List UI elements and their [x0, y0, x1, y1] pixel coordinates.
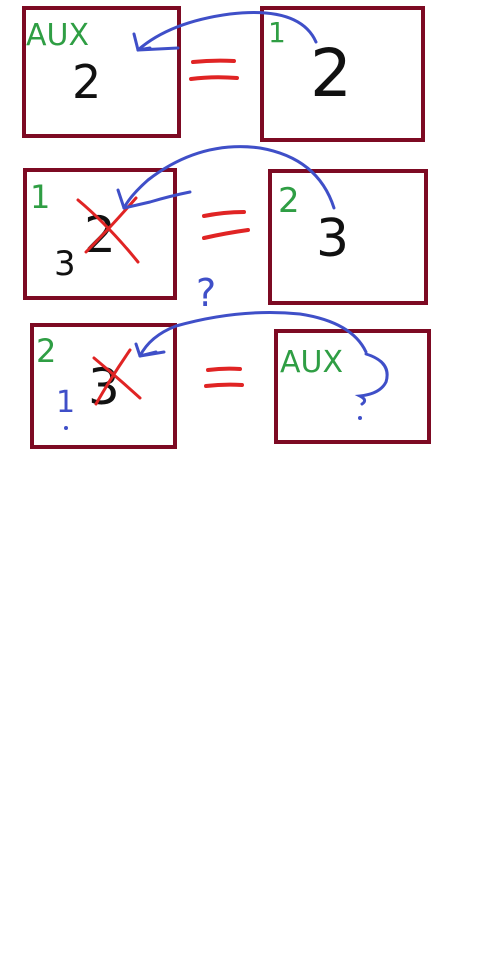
row3-right-tag: AUX [280, 345, 343, 380]
row3-right-box [274, 329, 431, 444]
row2-left-tag: 1 [30, 178, 50, 216]
row3-dot [64, 426, 68, 430]
row3-left-tag: 2 [36, 332, 56, 370]
row1-left-value: 2 [72, 55, 101, 109]
row3-right-question-mark [354, 352, 389, 406]
row3-cross-mark [92, 348, 142, 406]
row1-right-value: 2 [310, 35, 352, 112]
row1-left-box [22, 6, 181, 138]
row2-question-mark: ? [196, 271, 216, 315]
row2-left-old-value: 2 [84, 206, 116, 264]
row2-left-new-value: 3 [54, 244, 76, 284]
row2-arrow [116, 145, 336, 210]
row3-right-dot [358, 416, 362, 420]
row3-left-box [30, 323, 177, 449]
row1-right-tag: 1 [268, 16, 286, 49]
row3-equals-sign [204, 366, 244, 388]
row1-equals-sign [189, 58, 239, 81]
row2-right-box [268, 169, 428, 305]
row1-arrow [132, 11, 318, 52]
row3-left-new-value: 1 [56, 385, 75, 420]
row1-right-box [260, 6, 425, 142]
row3-arrow [134, 311, 368, 358]
row2-equals-sign [202, 210, 250, 240]
row2-cross-mark [76, 196, 140, 264]
row1-left-tag: AUX [26, 18, 89, 53]
row2-right-tag: 2 [278, 181, 300, 221]
row2-left-box [23, 168, 177, 300]
row2-right-value: 3 [316, 209, 349, 269]
